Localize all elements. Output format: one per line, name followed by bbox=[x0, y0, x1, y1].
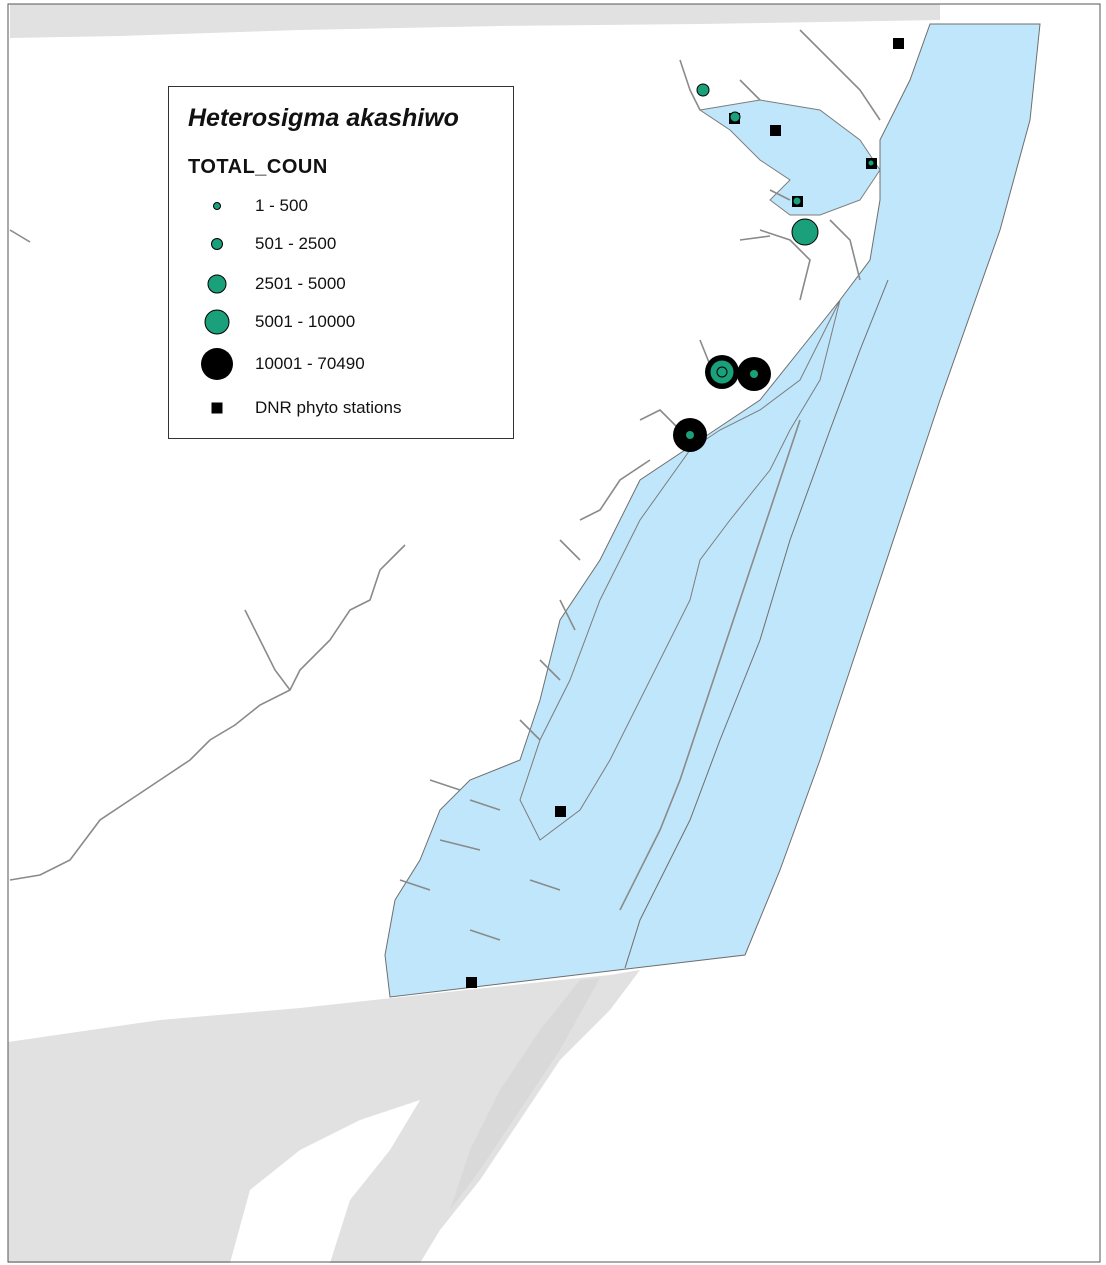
river-left-top bbox=[9, 229, 31, 243]
legend-item-1-500: 1 - 500 bbox=[169, 187, 509, 225]
observation-1-500[interactable] bbox=[750, 370, 758, 378]
station-marker[interactable] bbox=[893, 38, 904, 49]
legend-title: Heterosigma akashiwo bbox=[188, 104, 459, 132]
observation-1-500[interactable] bbox=[686, 431, 694, 439]
station-marker[interactable] bbox=[466, 977, 477, 988]
observation-501-2500[interactable] bbox=[729, 111, 741, 123]
legend-label: 2501 - 5000 bbox=[255, 274, 346, 293]
observation-501-2500[interactable] bbox=[696, 83, 710, 97]
observation-1-500[interactable] bbox=[792, 196, 802, 206]
shore-mid-left bbox=[519, 339, 711, 741]
legend-label: 10001 - 70490 bbox=[255, 354, 365, 373]
legend-label: DNR phyto stations bbox=[255, 398, 402, 417]
grey-land-spit bbox=[450, 978, 600, 1210]
station-marker[interactable] bbox=[770, 125, 781, 136]
grey-land-bottom bbox=[8, 970, 640, 1263]
inner-bay bbox=[519, 299, 841, 841]
map-frame bbox=[7, 3, 1101, 1263]
grey-land-top bbox=[10, 4, 940, 38]
legend-label: 501 - 2500 bbox=[255, 234, 337, 253]
map-legend: Heterosigma akashiwo TOTAL_COUN 1 - 500 … bbox=[168, 86, 514, 439]
observation-5001-10000[interactable] bbox=[791, 218, 819, 246]
river-branch bbox=[244, 609, 291, 691]
black-square-icon bbox=[211, 402, 223, 414]
shoreline-detail bbox=[9, 29, 881, 941]
green-circle-s-icon bbox=[211, 238, 223, 250]
legend-item-2501-5000: 2501 - 5000 bbox=[169, 265, 509, 303]
station-marker[interactable] bbox=[555, 806, 566, 817]
grey-land bbox=[8, 4, 940, 1263]
black-circle-xl-icon bbox=[201, 348, 233, 380]
shore-upper-left bbox=[679, 29, 881, 301]
green-circle-l-icon bbox=[204, 309, 230, 335]
count-observations bbox=[673, 83, 875, 452]
legend-item-5001-10000: 5001 - 10000 bbox=[169, 303, 509, 341]
legend-field-name: TOTAL_COUN bbox=[188, 156, 328, 178]
water-body bbox=[384, 23, 1041, 998]
legend-label: 1 - 500 bbox=[255, 196, 308, 215]
green-circle-xs-icon bbox=[213, 202, 221, 210]
shore-barrier-fringe bbox=[619, 419, 801, 911]
legend-item-dnr-stations: DNR phyto stations bbox=[169, 389, 509, 427]
shore-lower bbox=[399, 779, 561, 941]
barrier-line bbox=[624, 279, 889, 969]
main-river bbox=[9, 544, 406, 881]
upper-bay bbox=[698, 99, 881, 216]
green-circle-m-icon bbox=[207, 274, 227, 294]
observation-501-2500[interactable] bbox=[716, 366, 728, 378]
legend-label: 5001 - 10000 bbox=[255, 312, 356, 331]
legend-item-501-2500: 501 - 2500 bbox=[169, 225, 509, 263]
legend-item-10001-70490: 10001 - 70490 bbox=[169, 345, 509, 383]
observation-1-500[interactable] bbox=[867, 159, 875, 167]
